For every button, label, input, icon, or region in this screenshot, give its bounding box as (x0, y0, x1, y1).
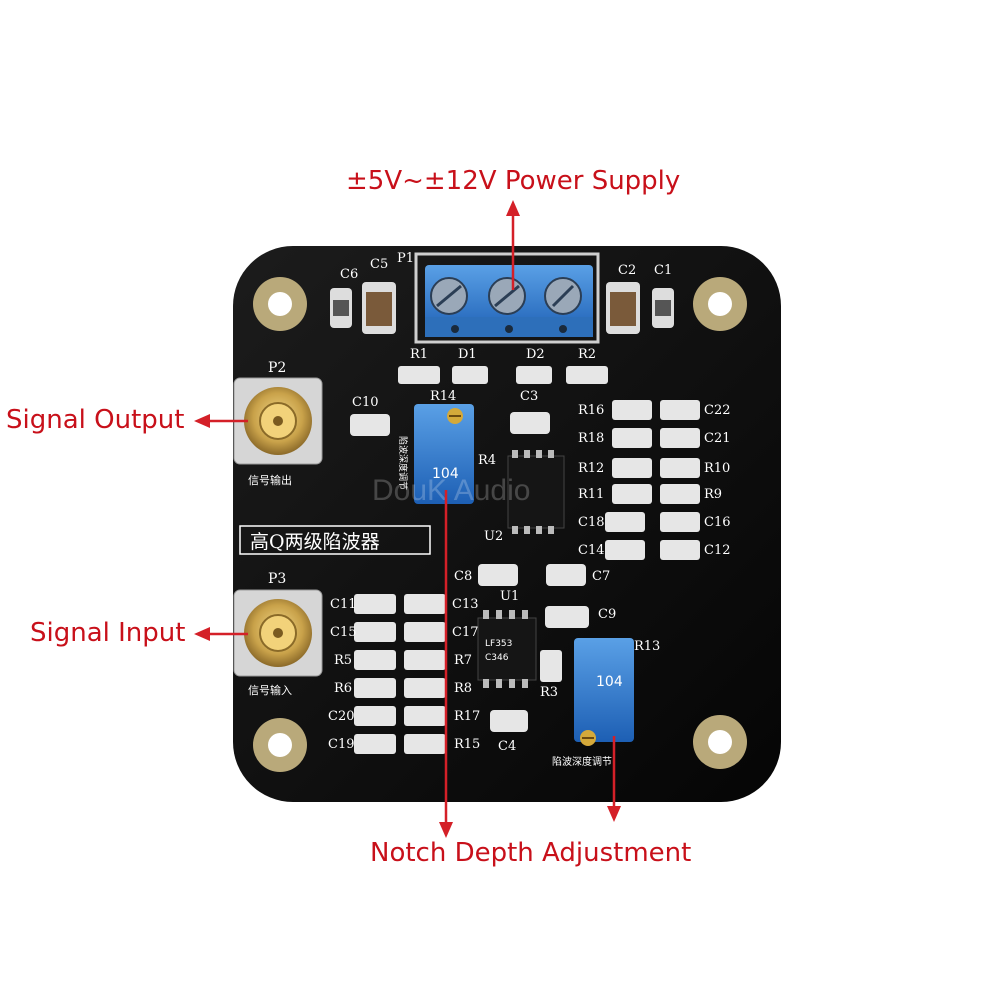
label-c22: C22 (704, 403, 731, 418)
label-u2: U2 (484, 529, 503, 544)
u1-marking-1: LF353 (485, 639, 512, 649)
label-r5: R5 (334, 653, 352, 668)
mounting-hole-bottom-left (253, 718, 307, 772)
label-c3: C3 (520, 389, 538, 404)
label-r15: R15 (454, 737, 480, 752)
label-c19: C19 (328, 737, 355, 752)
label-c1: C1 (654, 263, 672, 278)
mounting-hole-bottom-right (693, 715, 747, 769)
label-c13: C13 (452, 597, 479, 612)
sma-connector-p2 (233, 377, 323, 465)
trimmer-potentiometer-r14 (414, 404, 474, 504)
label-r13: R13 (634, 639, 660, 654)
label-c17: C17 (452, 625, 479, 640)
r14-code: 104 (432, 466, 459, 482)
label-r17: R17 (454, 709, 480, 724)
label-c12: C12 (704, 543, 731, 558)
label-c15: C15 (330, 625, 357, 640)
chip-u1 (477, 610, 537, 688)
caption-notch-depth-r14: 陷波深度调节 (397, 436, 409, 490)
label-r3: R3 (540, 685, 558, 700)
label-c14: C14 (578, 543, 605, 558)
label-c6: C6 (340, 267, 358, 282)
label-c4: C4 (498, 739, 516, 754)
capacitors-top (330, 282, 674, 334)
callout-power-supply: ±5V~±12V Power Supply (346, 166, 681, 196)
trimmer-potentiometer-r13 (574, 638, 634, 746)
label-r1: R1 (410, 347, 428, 362)
label-r4: R4 (478, 453, 496, 468)
board-title: 高Q两级陷波器 (250, 531, 380, 553)
watermark-text: DouK Audio (372, 474, 530, 507)
callout-notch-depth: Notch Depth Adjustment (370, 838, 692, 868)
label-c18: C18 (578, 515, 605, 530)
caption-notch-depth-r13: 陷波深度调节 (552, 755, 612, 768)
label-r9: R9 (704, 487, 722, 502)
callout-signal-output: Signal Output (6, 405, 185, 435)
sma-connector-p3 (233, 589, 323, 677)
label-p3: P3 (268, 571, 286, 587)
label-r11: R11 (578, 487, 604, 502)
label-c16: C16 (704, 515, 731, 530)
label-r10: R10 (704, 461, 730, 476)
label-r6: R6 (334, 681, 352, 696)
label-r7: R7 (454, 653, 472, 668)
label-d2: D2 (526, 347, 545, 362)
label-r14: R14 (430, 389, 456, 404)
label-u1: U1 (500, 589, 519, 604)
label-c9: C9 (598, 607, 616, 622)
label-c21: C21 (704, 431, 731, 446)
label-r2: R2 (578, 347, 596, 362)
label-r12: R12 (578, 461, 604, 476)
mounting-hole-top-left (253, 277, 307, 331)
caption-signal-input: 信号输入 (248, 683, 292, 697)
caption-signal-output: 信号输出 (248, 473, 292, 487)
label-c20: C20 (328, 709, 355, 724)
label-c7: C7 (592, 569, 610, 584)
chip-u2 (507, 450, 565, 534)
u1-marking-2: C346 (485, 653, 509, 663)
label-c11: C11 (330, 597, 357, 612)
label-p1: P1 (397, 251, 414, 266)
smd-components (350, 366, 700, 754)
label-c8: C8 (454, 569, 472, 584)
callout-signal-input: Signal Input (30, 618, 186, 648)
label-r18: R18 (578, 431, 604, 446)
r13-code: 104 (596, 674, 623, 690)
callout-arrows (194, 200, 621, 838)
label-r16: R16 (578, 403, 604, 418)
label-p2: P2 (268, 360, 286, 376)
label-c5: C5 (370, 257, 388, 272)
label-d1: D1 (458, 347, 477, 362)
label-r8: R8 (454, 681, 472, 696)
board-title-box (239, 525, 431, 555)
label-c10: C10 (352, 395, 379, 410)
mounting-hole-top-right (693, 277, 747, 331)
power-terminal-block (414, 252, 600, 344)
label-c2: C2 (618, 263, 636, 278)
